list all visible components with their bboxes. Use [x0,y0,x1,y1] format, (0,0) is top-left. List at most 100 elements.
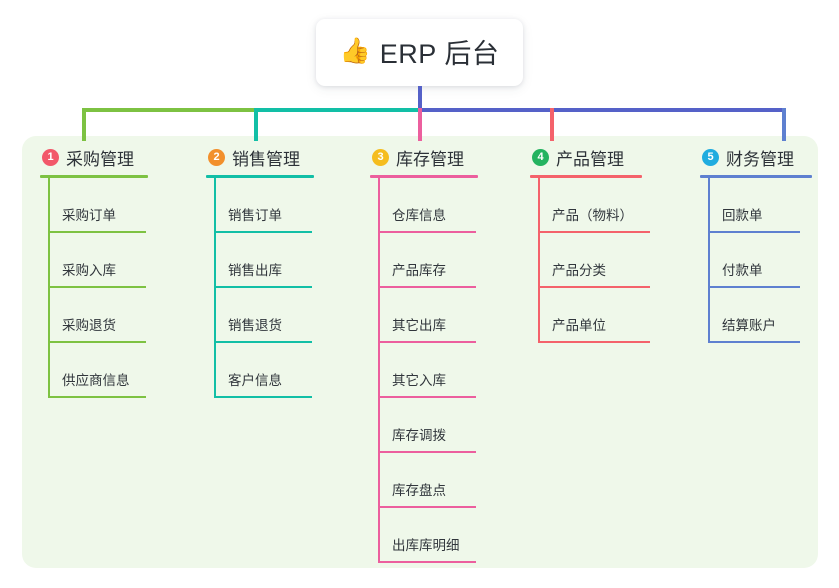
branch-item[interactable]: 销售出库 [214,233,354,288]
branch-items-3: 仓库信息产品库存其它出库其它入库库存调拨库存盘点出库库明细 [378,178,520,563]
branch-item-rule [708,286,800,288]
branch-item-label: 供应商信息 [62,373,130,388]
branch-item[interactable]: 付款单 [708,233,836,288]
branch-item[interactable]: 采购订单 [48,178,190,233]
branch-item-rule [378,506,476,508]
branch-header-2[interactable]: 2 销售管理 [206,144,354,170]
branch-item[interactable]: 采购入库 [48,233,190,288]
branch-item-label: 采购退货 [62,318,116,333]
branch-item[interactable]: 产品单位 [538,288,688,343]
branch-item[interactable]: 客户信息 [214,343,354,398]
branch-item-label: 产品单位 [552,318,606,333]
branch-spine-3 [378,178,380,563]
branch-spine-2 [214,178,216,398]
branch-item[interactable]: 产品分类 [538,233,688,288]
branch-title-1: 采购管理 [66,149,134,169]
branch-items-1: 采购订单采购入库采购退货供应商信息 [48,178,190,398]
branch-column-5: 5 财务管理 回款单付款单结算账户 [700,144,836,343]
branch-column-3: 3 库存管理 仓库信息产品库存其它出库其它入库库存调拨库存盘点出库库明细 [370,144,520,563]
branch-item-label: 产品（物料） [552,208,633,223]
branch-item[interactable]: 其它入库 [378,343,520,398]
branch-item-rule [48,231,146,233]
branch-badge-5: 5 [702,148,719,166]
branch-badge-1: 1 [42,148,59,166]
branch-item-rule [48,286,146,288]
branch-header-1[interactable]: 1 采购管理 [40,144,190,170]
branch-item-label: 结算账户 [722,318,776,333]
connector-drop-4 [550,108,554,141]
branch-item-label: 出库库明细 [392,538,460,553]
branch-item-label: 其它出库 [392,318,446,333]
branch-title-5: 财务管理 [726,149,794,169]
branch-item-label: 库存调拨 [392,428,446,443]
connector-trunk-segment-2 [254,108,420,112]
branch-item[interactable]: 产品（物料） [538,178,688,233]
branch-rule-4 [530,175,642,178]
branch-item-label: 其它入库 [392,373,446,388]
branch-item-rule [538,341,650,343]
root-node-title: ERP 后台 [379,39,500,69]
branch-item-rule [378,286,476,288]
branch-item[interactable]: 出库库明细 [378,508,520,563]
branch-item-rule [378,231,476,233]
branch-item-label: 销售出库 [228,263,282,278]
branch-item-rule [214,286,312,288]
branch-item-label: 销售订单 [228,208,282,223]
branch-item[interactable]: 库存盘点 [378,453,520,508]
branch-rule-1 [40,175,148,178]
branch-item-label: 客户信息 [228,373,282,388]
connector-drop-2 [254,108,258,141]
branch-item[interactable]: 采购退货 [48,288,190,343]
branch-rule-2 [206,175,314,178]
branch-item-label: 库存盘点 [392,483,446,498]
connector-trunk-segment-3 [418,108,786,112]
root-node[interactable]: 👍 ERP 后台 [316,19,523,86]
connector-drop-1 [82,108,86,141]
branch-item-rule [48,396,146,398]
branch-column-1: 1 采购管理 采购订单采购入库采购退货供应商信息 [40,144,190,398]
branch-item-label: 销售退货 [228,318,282,333]
branch-items-5: 回款单付款单结算账户 [708,178,836,343]
branch-title-3: 库存管理 [396,149,464,169]
branch-item[interactable]: 回款单 [708,178,836,233]
branch-item-label: 产品分类 [552,263,606,278]
branch-item[interactable]: 仓库信息 [378,178,520,233]
branch-item[interactable]: 供应商信息 [48,343,190,398]
branch-item-rule [538,231,650,233]
branch-header-5[interactable]: 5 财务管理 [700,144,836,170]
root-node-content: 👍 ERP 后台 [340,32,500,71]
connector-drop-5 [782,108,786,141]
branch-header-3[interactable]: 3 库存管理 [370,144,520,170]
branch-badge-2: 2 [208,148,225,166]
branch-items-4: 产品（物料） 产品分类产品单位 [538,178,688,343]
branch-item-rule [378,451,476,453]
branch-item[interactable]: 结算账户 [708,288,836,343]
branch-item-rule [538,286,650,288]
branch-spine-5 [708,178,710,343]
branch-item-label: 付款单 [722,263,763,278]
branch-title-2: 销售管理 [232,149,300,169]
branch-item[interactable]: 销售退货 [214,288,354,343]
branch-item-rule [378,561,476,563]
branch-item-rule [708,231,800,233]
branch-item[interactable]: 销售订单 [214,178,354,233]
branch-items-2: 销售订单销售出库销售退货客户信息 [214,178,354,398]
branch-item[interactable]: 产品库存 [378,233,520,288]
branch-item-label: 回款单 [722,208,763,223]
branch-rule-5 [700,175,812,178]
connector-drop-3 [418,108,422,141]
connector-root-stem [418,86,422,112]
branch-item[interactable]: 其它出库 [378,288,520,343]
branch-badge-3: 3 [372,148,389,166]
diagram-background-panel [22,136,818,568]
branch-item-rule [214,231,312,233]
branch-item[interactable]: 库存调拨 [378,398,520,453]
branch-item-rule [48,341,146,343]
branch-header-4[interactable]: 4 产品管理 [530,144,688,170]
branch-item-label: 仓库信息 [392,208,446,223]
branch-badge-4: 4 [532,148,549,166]
branch-column-4: 4 产品管理 产品（物料） 产品分类产品单位 [530,144,688,343]
connector-trunk-segment-1 [82,108,256,112]
branch-spine-4 [538,178,540,343]
branch-item-rule [214,341,312,343]
